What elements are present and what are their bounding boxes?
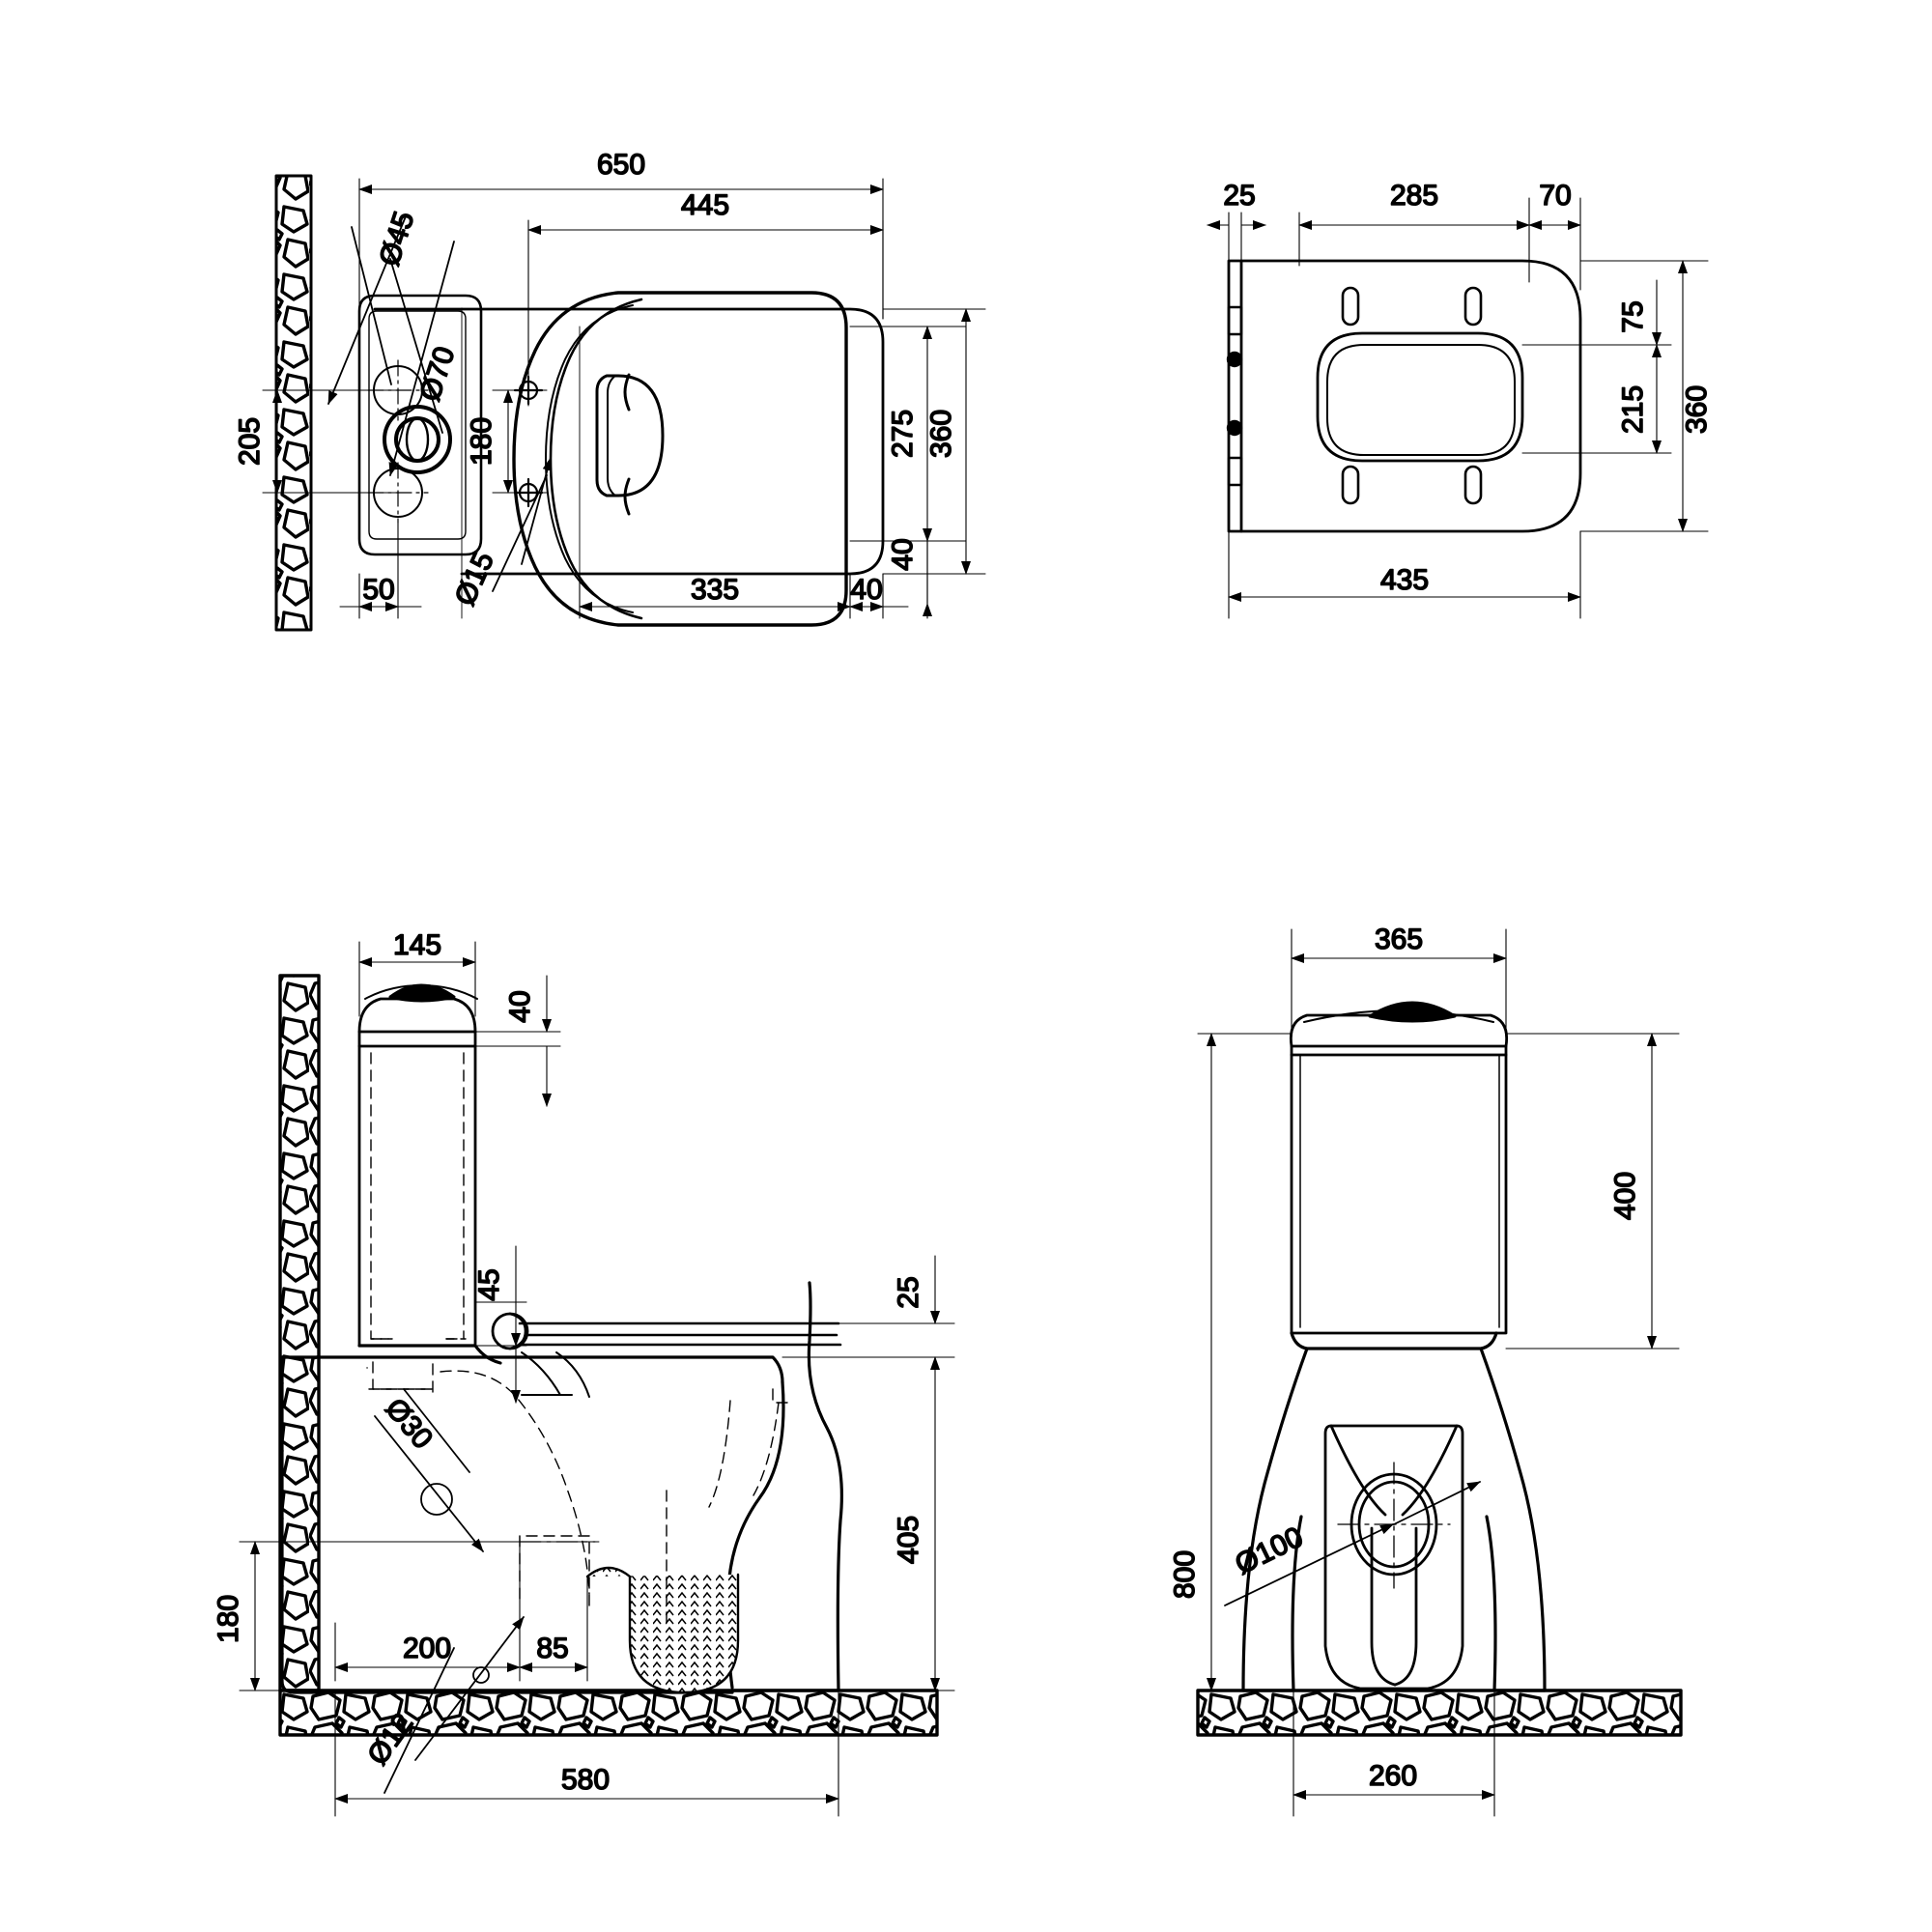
dim-800: 800 [1169,1550,1201,1599]
dim-360: 360 [925,410,957,458]
dim-285: 285 [1390,180,1438,212]
flush-button-front [1368,1001,1457,1023]
dim-580: 580 [561,1764,610,1796]
front-elevation-dimension-lines [1197,928,1680,1817]
wall-section-plan [274,174,313,632]
dim-180-side: 180 [213,1595,244,1643]
dim-40-bottom: 40 [850,574,882,606]
side-leader-lines [374,1388,525,1794]
side-elevation-view: 145 40 45 25 405 180 200 85 580 Ø30 Ø12 [212,928,955,1817]
seat-plan-dimension-lines [1207,197,1709,619]
dim-145: 145 [393,929,441,961]
dim-205: 205 [234,417,266,466]
dim-dia70: Ø70 [414,343,462,405]
dim-360-seat: 360 [1681,385,1713,434]
dim-45: 45 [473,1268,505,1300]
dim-70: 70 [1539,180,1571,212]
dim-650: 650 [597,149,645,181]
pan-side-outline [280,1281,843,1694]
cistern-front-outline [1289,1009,1509,1335]
dim-85: 85 [536,1633,568,1664]
flush-valve-opening [383,405,452,474]
flush-button [388,983,456,1003]
front-elevation-view: 365 400 800 260 Ø100 [1168,923,1683,1817]
dim-405: 405 [893,1516,924,1564]
plan-dimension-lines [262,178,986,619]
dim-dia30: Ø30 [379,1393,439,1456]
seat-buffer-detail [623,373,631,516]
dim-180: 180 [466,417,497,466]
floor-section-elevation [278,1689,939,1737]
dim-dia45: Ø45 [374,208,421,270]
seat-strip-side [491,1312,842,1350]
bowl-rim-detail [521,1351,590,1398]
dim-200: 200 [403,1633,451,1664]
cistern-side-outline [357,984,478,1348]
dim-365: 365 [1375,923,1423,955]
dim-50: 50 [362,574,394,606]
dim-dia15: Ø15 [449,548,500,611]
dim-260: 260 [1369,1760,1417,1792]
dim-275: 275 [887,410,919,458]
dim-40-top: 40 [504,990,536,1022]
cistern-hidden-lines [370,1052,467,1340]
seat-plan-view: 25 285 70 75 215 360 435 [1207,179,1714,619]
fixing-point-marks [513,375,544,508]
seat-front-tongue [595,374,665,497]
dim-215: 215 [1617,385,1649,434]
outlet-opening-100 [1337,1462,1451,1589]
trap-water-seal [585,1566,740,1694]
dim-435: 435 [1380,564,1429,596]
side-elevation-dimension-lines [239,941,955,1817]
dim-400: 400 [1609,1172,1641,1220]
dim-445: 445 [681,189,729,221]
dim-75: 75 [1617,300,1649,332]
wall-section-elevation [278,974,321,1692]
floor-section-front [1196,1689,1683,1737]
outlet-shroud [1323,1424,1464,1690]
dim-40-right: 40 [887,538,919,570]
seat-buffer-slots [1341,286,1483,505]
plan-leader-lines [327,215,553,592]
plan-view: 650 445 205 180 275 360 40 50 335 40 Ø45… [233,148,986,632]
pan-plan-outline [373,307,885,576]
dim-25: 25 [1223,180,1255,212]
seat-aperture-outline [1316,331,1524,463]
seat-cover-outline [1227,259,1582,533]
front-leader-lines [1224,1481,1481,1606]
pan-front-outline [1241,1331,1547,1692]
hinge-plate-detail [1226,305,1243,487]
dim-25-side: 25 [893,1276,924,1308]
dim-335: 335 [691,574,739,606]
cistern-plan-outline [357,294,483,556]
